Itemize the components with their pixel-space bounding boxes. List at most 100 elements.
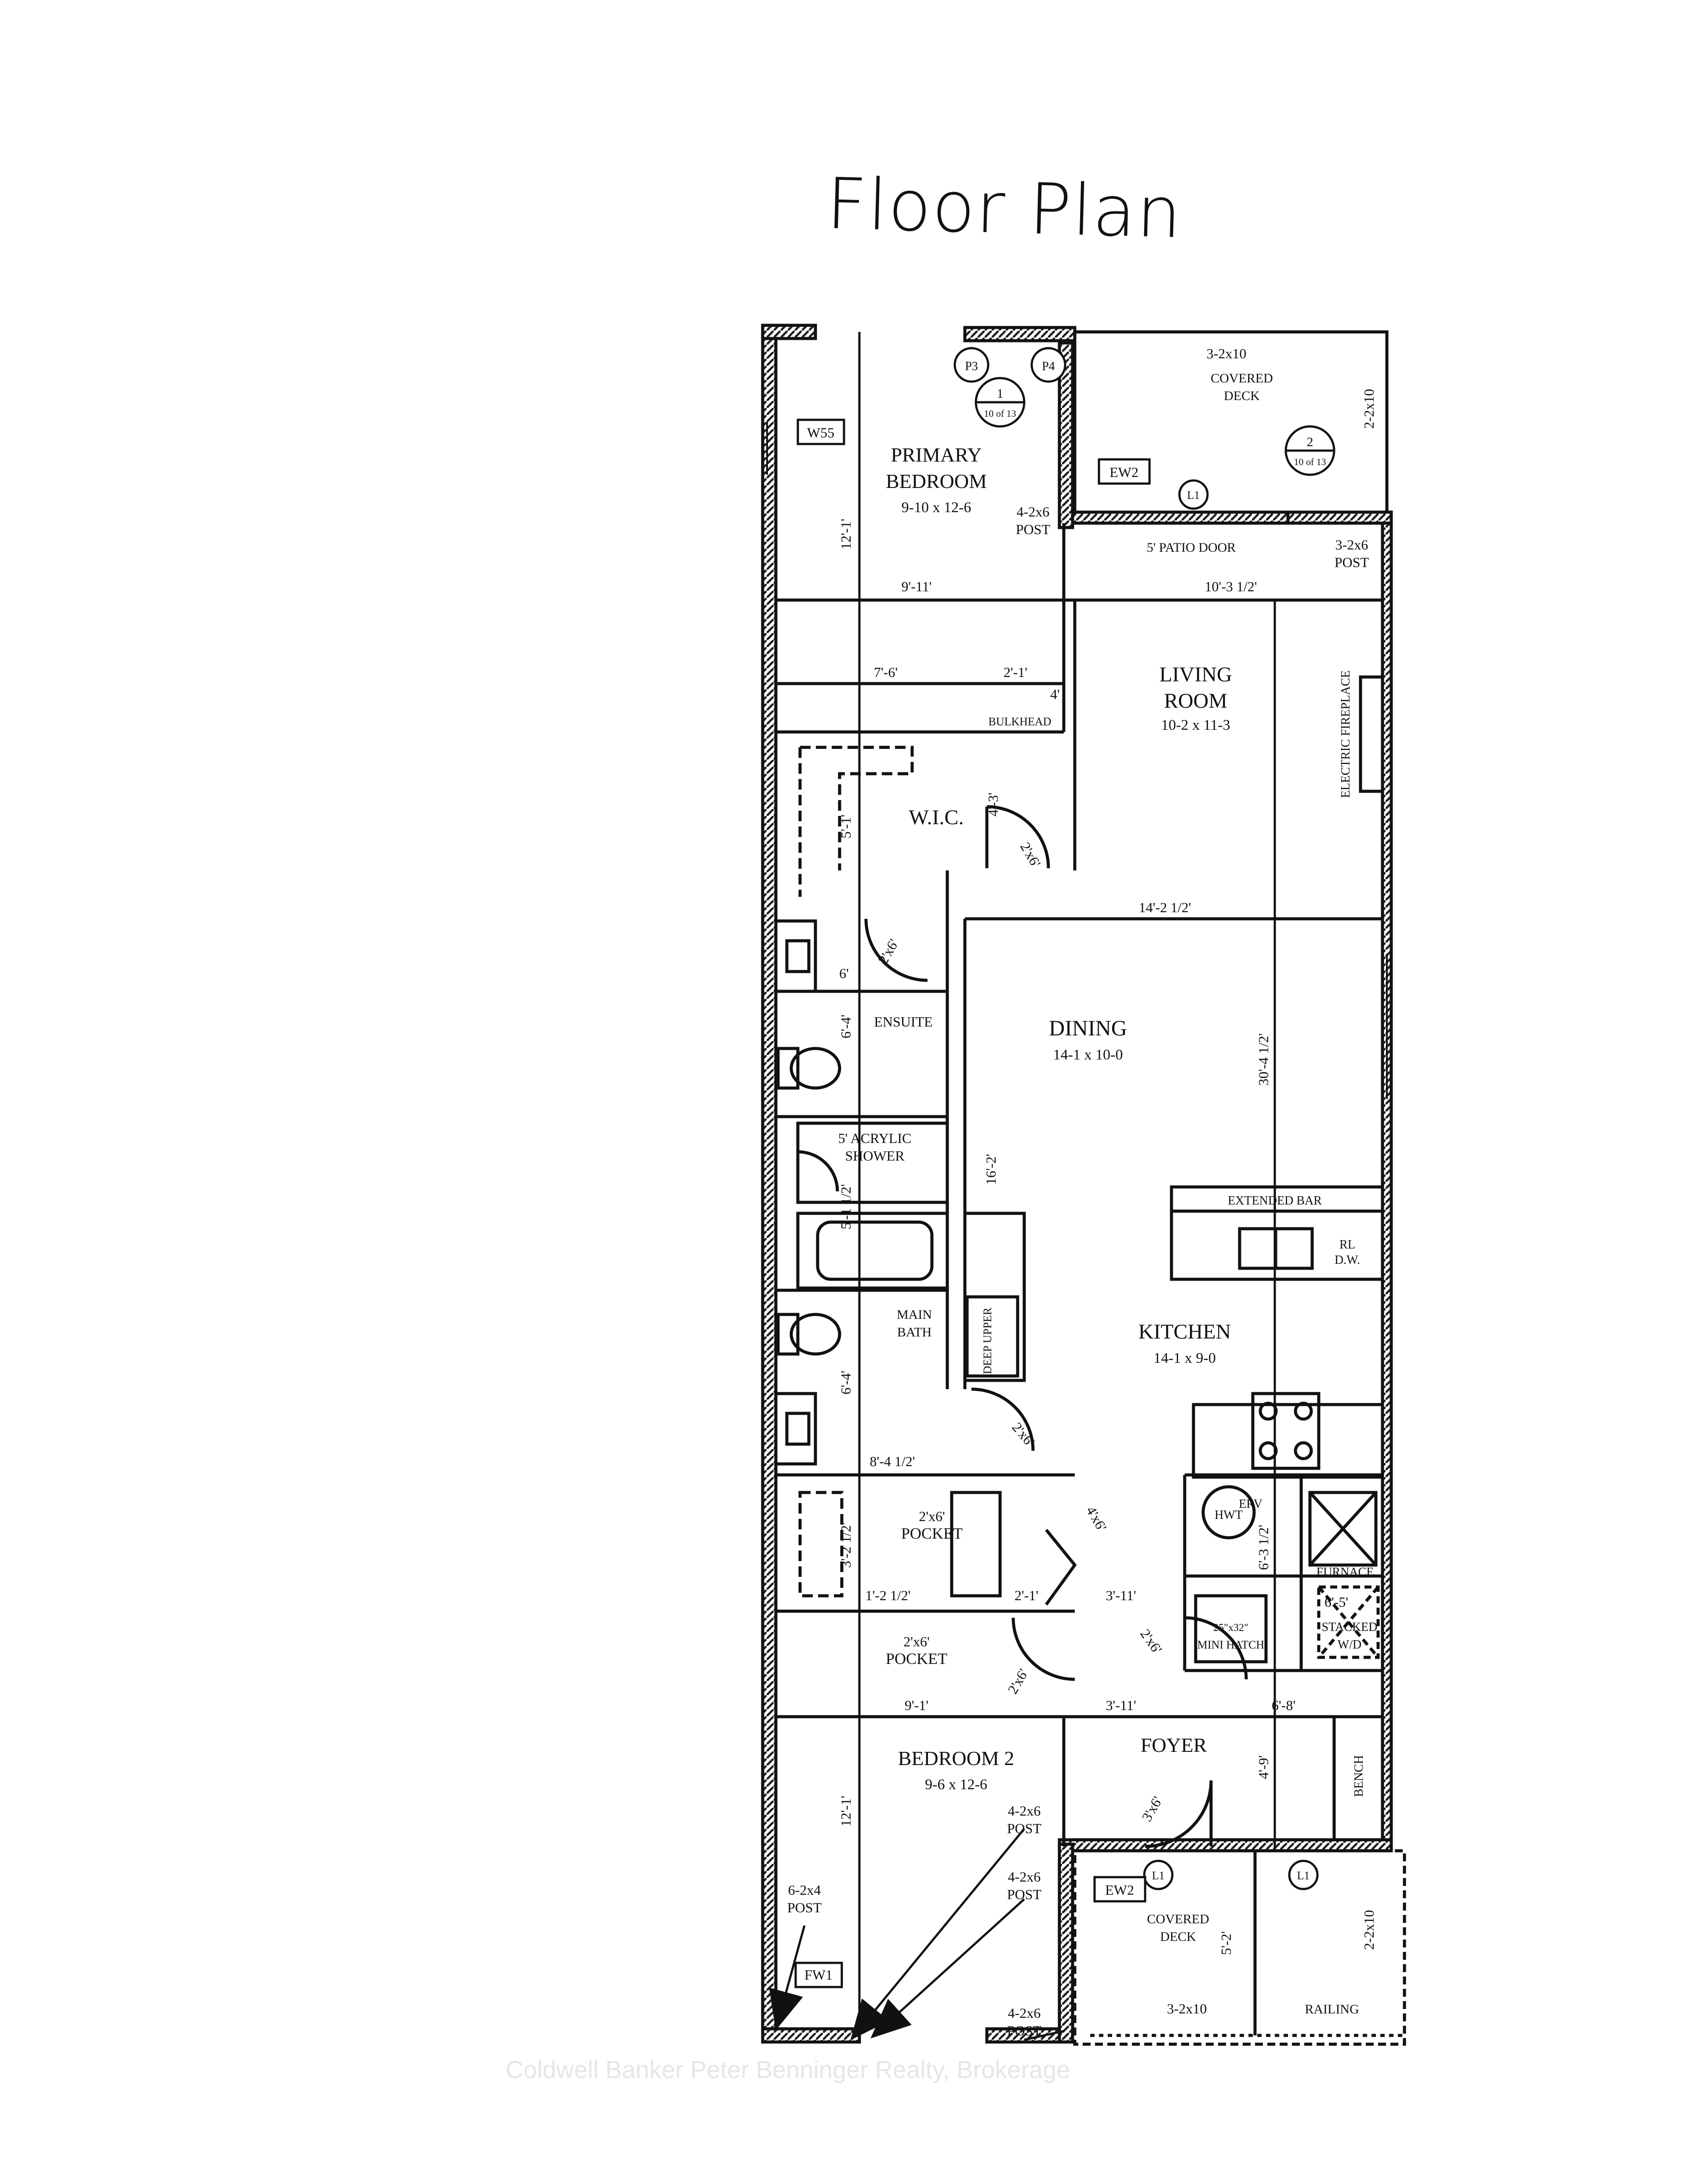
covered-deck-bottom-name: COVERED (1147, 1912, 1209, 1926)
door-size: 4'x6' (1083, 1503, 1110, 1534)
beam-top: 3-2x10 (1207, 346, 1247, 361)
dining-size: 14-1 x 10-0 (1053, 1047, 1123, 1063)
door-size: 2'x6' (1017, 840, 1044, 870)
post-label: 6-2x4 (788, 1882, 821, 1898)
dim-label: 2'-1' (1015, 1587, 1038, 1603)
dim-label: 1'-2 1/2' (865, 1587, 910, 1603)
ensuite-toilet (789, 1047, 841, 1090)
dim-label: 12'-1' (838, 1796, 854, 1827)
post-label: 4-2x6 (1008, 1803, 1041, 1819)
dim-label: 8'-4 1/2' (869, 1453, 915, 1469)
dim-label: 5'-1 1/2' (838, 1184, 854, 1229)
exterior-wall (1062, 510, 1294, 525)
stacked-wd-label: W/D (1338, 1638, 1361, 1652)
post-deck: 3-2x6 (1335, 537, 1368, 553)
covered-deck-bottom-outline (1073, 1849, 1406, 2046)
exterior-wall (761, 2027, 861, 2044)
dim-label: 14'-2 1/2' (1139, 899, 1191, 915)
section-1-ref: 10 of 13 (984, 408, 1016, 419)
ensuite-name: ENSUITE (874, 1014, 932, 1030)
main-bath-toilet (789, 1313, 841, 1356)
kitchen-size: 14-1 x 9-0 (1153, 1350, 1216, 1366)
foyer-name: FOYER (1141, 1734, 1207, 1756)
main-bath-name: BATH (897, 1325, 931, 1340)
l1-bottom-tag: L1 (1152, 1869, 1165, 1882)
beam-bottom-right: 2-2x10 (1361, 1910, 1377, 1950)
dim-label: 4'-9' (1255, 1755, 1271, 1779)
post-label: POST (1007, 1820, 1042, 1836)
living-room-name: LIVING (1159, 663, 1232, 686)
erv-label: ERV (1239, 1497, 1262, 1511)
wic-name: W.I.C. (909, 806, 964, 829)
primary-bedroom-name: BEDROOM (886, 470, 987, 492)
l1-bottom-tag: L1 (1297, 1869, 1310, 1882)
hwt-label: HWT (1215, 1508, 1243, 1522)
section-1-number: 1 (997, 386, 1004, 401)
dim-label: 6'-4' (838, 1371, 854, 1394)
dim-label: 6'-3 1/2' (1255, 1525, 1271, 1570)
bathtub (796, 1212, 949, 1290)
dim-label: 10'-3 1/2' (1204, 579, 1257, 594)
main-bath-name: MAIN (897, 1307, 932, 1322)
pocket-door-label: POCKET (886, 1650, 947, 1667)
pocket-door-size: 2'x6' (919, 1508, 945, 1524)
ensuite-vanity (774, 919, 817, 993)
dw-label: D.W. (1335, 1253, 1360, 1267)
door-size: 2'x6' (1137, 1626, 1165, 1656)
section-2-ref: 10 of 13 (1294, 456, 1326, 467)
pocket-door-label: POCKET (901, 1525, 963, 1542)
dim-label: 16'-2' (983, 1154, 999, 1185)
section-2-number: 2 (1307, 435, 1313, 449)
extended-bar-counter (1170, 1185, 1384, 1281)
furnace-unit (1308, 1491, 1378, 1567)
dim-label: 3'-11' (1106, 1587, 1136, 1603)
post-primary: 4-2x6 (1017, 504, 1050, 520)
pocket-door-size: 2'x6' (903, 1634, 930, 1649)
post-deck: POST (1335, 554, 1369, 570)
deep-upper-label: DEEP UPPER (981, 1307, 994, 1374)
dim-label: 9'-11' (902, 579, 932, 594)
covered-deck-top-name: COVERED (1211, 371, 1273, 386)
kitchen-name: KITCHEN (1139, 1320, 1231, 1343)
stacked-wd-label: STACKED (1322, 1620, 1378, 1634)
dim-label: 3'-2 1/2' (838, 1522, 854, 1568)
door-size: 3'x6' (1139, 1794, 1165, 1824)
watermark: Coldwell Banker Peter Benninger Realty, … (506, 2056, 1070, 2083)
beam-bottom: 3-2x10 (1167, 2001, 1207, 2017)
exterior-wall (963, 326, 1077, 342)
patio-door-label: 5' PATIO DOOR (1147, 540, 1236, 555)
living-room-size: 10-2 x 11-3 (1161, 717, 1230, 733)
dim-label: 12'-1' (838, 519, 854, 550)
covered-deck-top-outline (1073, 330, 1389, 514)
furnace-label: FURNACE (1317, 1565, 1374, 1579)
dim-label: 4'-3' (985, 793, 1001, 816)
rl-label: RL (1339, 1238, 1355, 1252)
post-primary: POST (1016, 521, 1051, 537)
main-bath-vanity (774, 1392, 817, 1466)
post-label: 4-2x6 (1008, 2005, 1041, 2021)
bedroom-2-size: 9-6 x 12-6 (925, 1776, 987, 1793)
post-label: 4-2x6 (1008, 1869, 1041, 1885)
p3-tag: P3 (965, 360, 978, 373)
exterior-wall (1058, 1842, 1074, 2044)
dim-label: 6' (839, 965, 849, 981)
dim-label: 7'-6' (874, 664, 898, 680)
l1-top-tag: L1 (1187, 489, 1200, 502)
fw1-tag: FW1 (804, 1967, 833, 1983)
acrylic-shower (796, 1121, 949, 1204)
beam-right: 2-2x10 (1361, 389, 1377, 429)
bulkhead-label: BULKHEAD (989, 715, 1051, 728)
covered-deck-top-name: DECK (1224, 389, 1260, 403)
exterior-wall (1058, 1838, 1393, 1853)
w55-tag: W55 (807, 425, 834, 440)
hwt-tank (1201, 1485, 1256, 1540)
ew2-bottom-tag: EW2 (1105, 1882, 1134, 1898)
exterior-wall (761, 324, 817, 340)
range-counter (1192, 1403, 1384, 1479)
dim-label: 6'-8' (1272, 1697, 1295, 1713)
primary-bedroom-name: PRIMARY (891, 444, 982, 466)
dining-name: DINING (1049, 1016, 1127, 1040)
ew2-top-tag: EW2 (1110, 464, 1139, 480)
mini-hatch-label: MINI HATCH (1197, 1638, 1265, 1651)
dim-label: 9'-1' (905, 1697, 928, 1713)
